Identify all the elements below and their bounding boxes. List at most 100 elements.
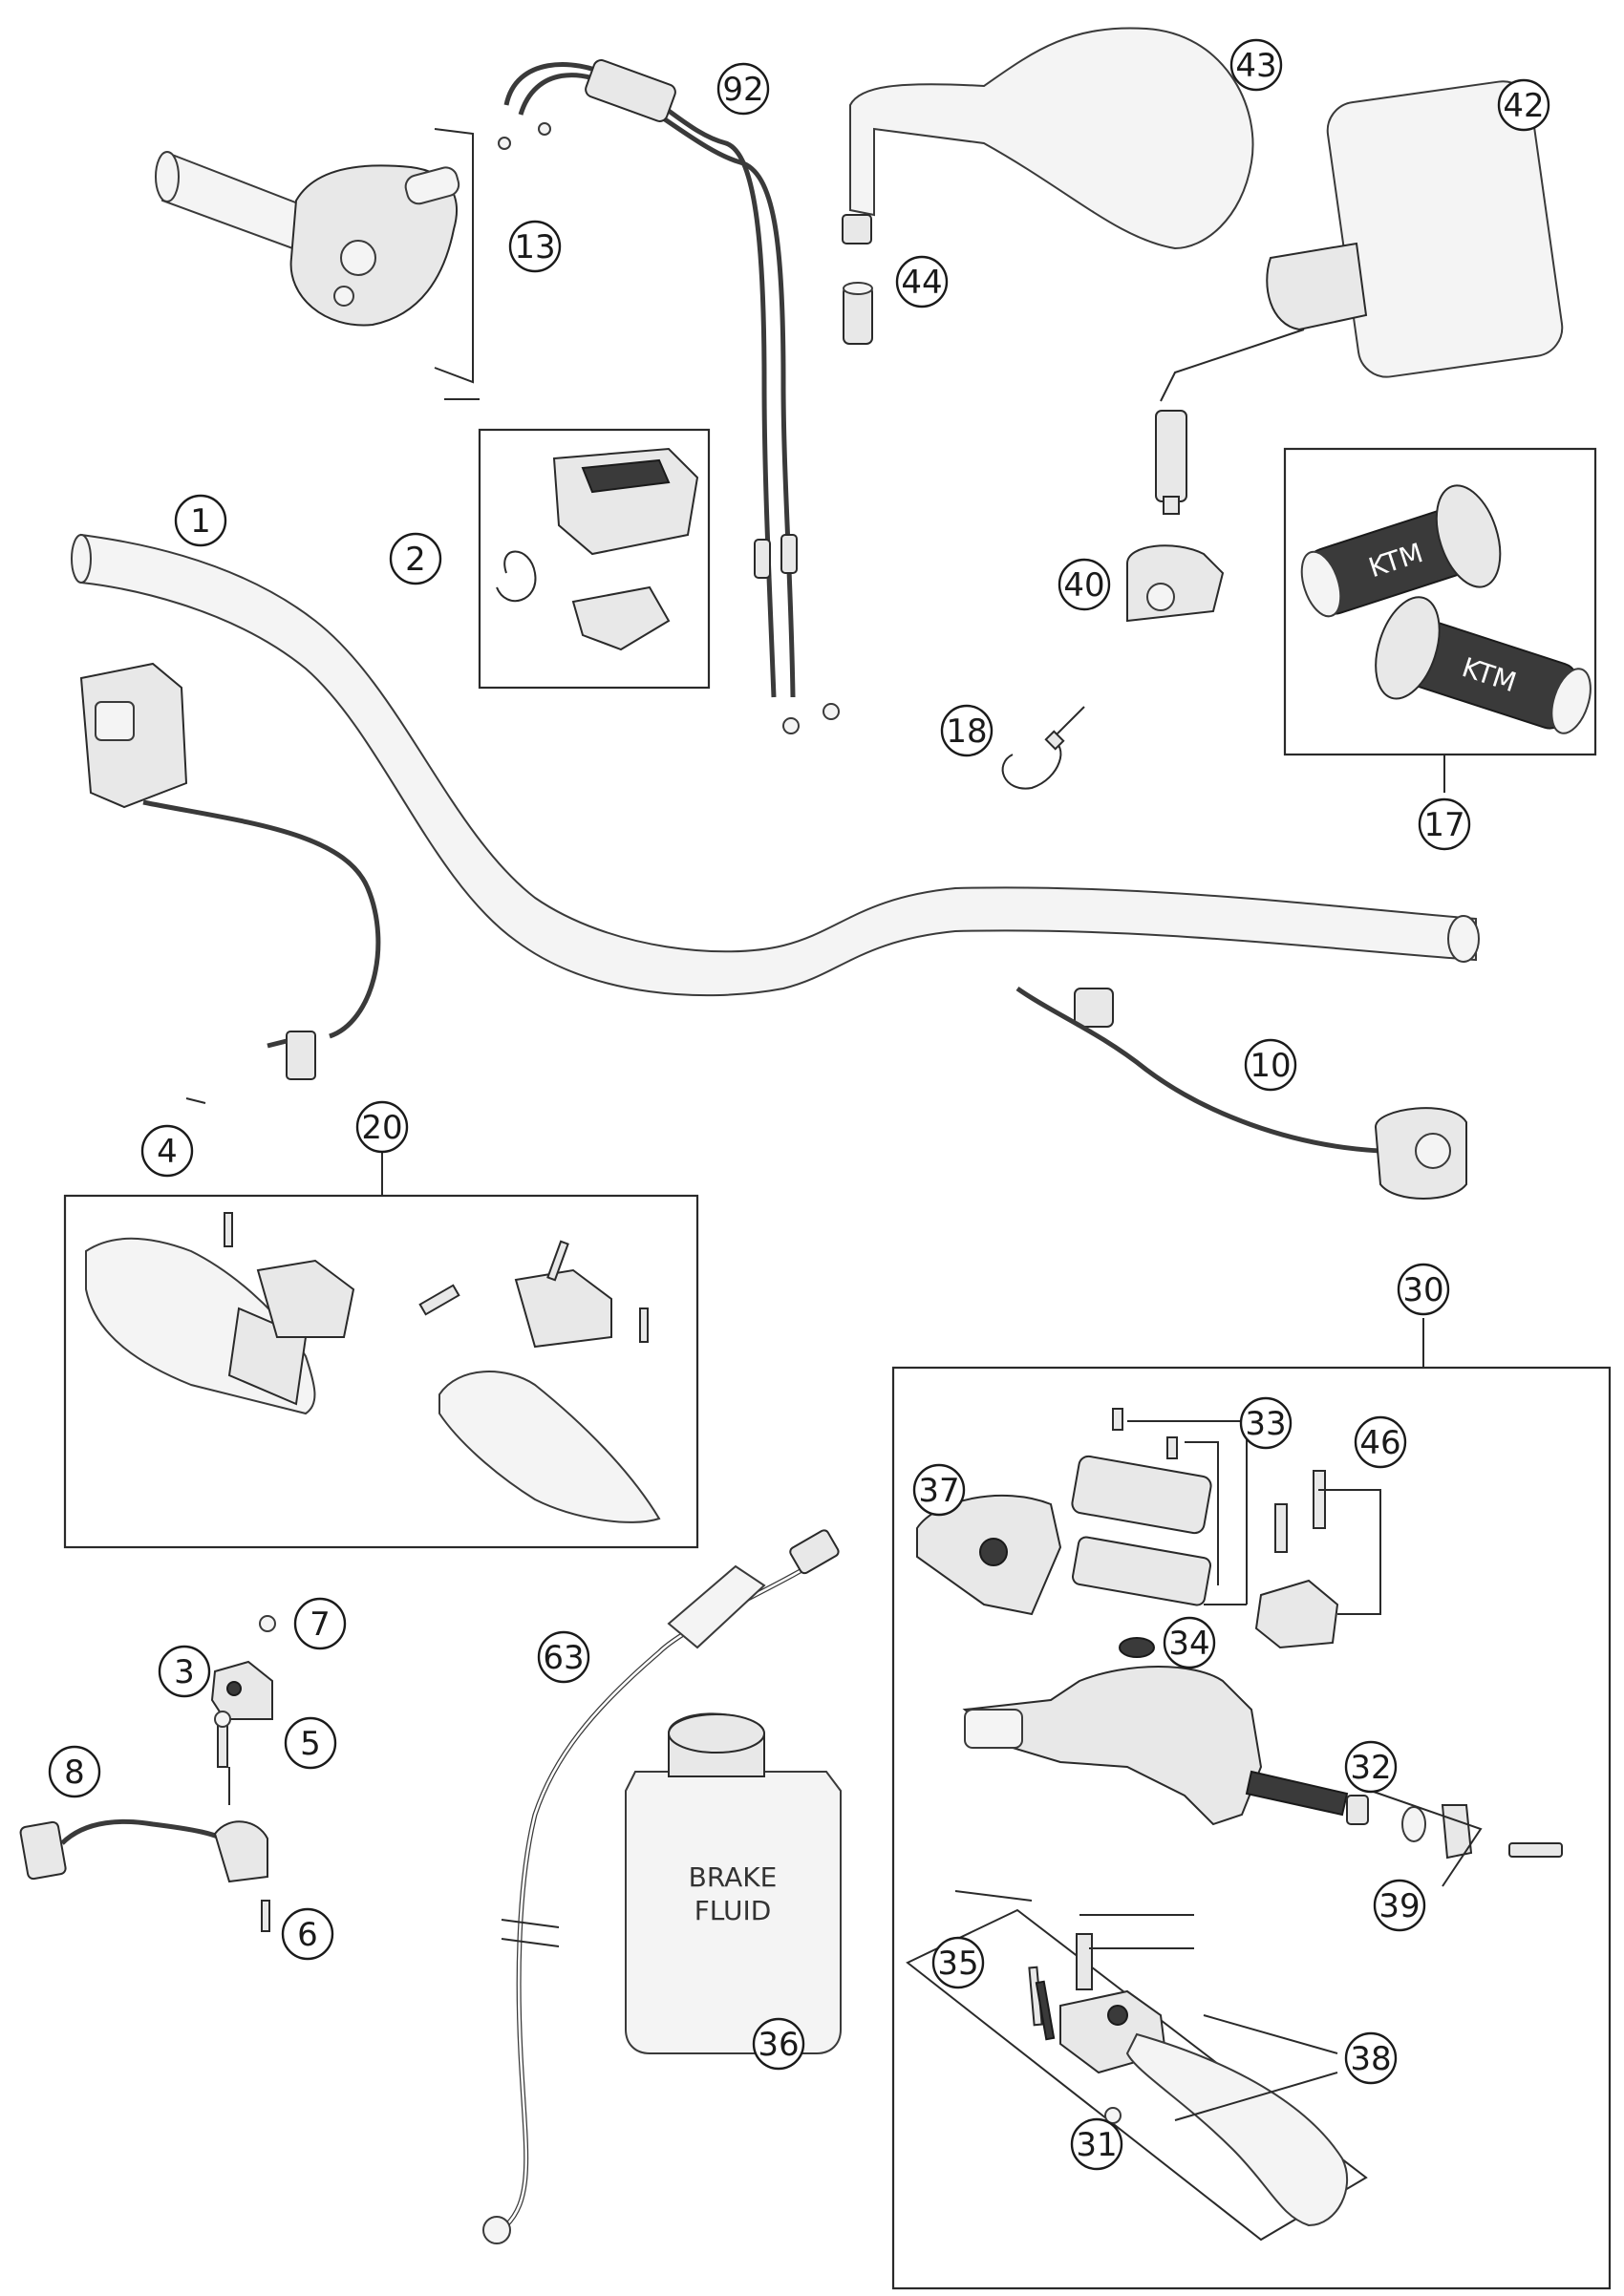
callout-number: 30 <box>1402 1271 1443 1309</box>
callout-number: 44 <box>901 264 942 302</box>
callout-number: 35 <box>937 1945 978 1983</box>
callout-number: 17 <box>1423 806 1464 844</box>
callout-5: 5 <box>284 1716 337 1770</box>
callout-number: 63 <box>543 1639 584 1677</box>
callout-circle <box>895 255 949 308</box>
callout-92: 92 <box>716 62 770 116</box>
callout-18: 18 <box>940 704 994 757</box>
callout-8: 8 <box>48 1745 101 1798</box>
callout-number: 3 <box>174 1653 195 1691</box>
callout-circle <box>355 1100 409 1154</box>
hand-guards-box <box>63 1194 699 1549</box>
callout-33: 33 <box>1239 1396 1293 1450</box>
callout-number: 42 <box>1503 87 1544 125</box>
callout-4: 4 <box>140 1124 194 1178</box>
callout-circle <box>1070 2117 1123 2171</box>
callout-number: 43 <box>1235 47 1276 85</box>
callout-36: 36 <box>752 2017 805 2071</box>
handlebar-switch-right <box>1015 986 1467 1200</box>
clutch-switch <box>19 1818 270 1932</box>
callout-10: 10 <box>1244 1038 1297 1092</box>
callout-circle <box>912 1463 966 1517</box>
callout-number: 38 <box>1350 2040 1391 2078</box>
callout-31: 31 <box>1070 2117 1123 2171</box>
callout-number: 1 <box>190 502 211 541</box>
start-button-switch <box>79 662 381 1080</box>
callout-number: 6 <box>297 1916 318 1954</box>
callout-circle <box>1497 78 1550 132</box>
callout-circle <box>716 62 770 116</box>
grips-box: KTM KTM <box>1283 447 1597 793</box>
callout-circle <box>174 494 227 547</box>
callout-circle <box>1344 1740 1398 1794</box>
callout-34: 34 <box>1163 1616 1216 1669</box>
callout-circle <box>931 1936 985 1989</box>
callout-circle <box>158 1645 211 1698</box>
callout-circle <box>1373 1879 1426 1932</box>
bottle-label-line2: FLUID <box>694 1895 772 1926</box>
callout-38: 38 <box>1344 2031 1398 2085</box>
callout-46: 46 <box>1354 1415 1407 1469</box>
callout-1: 1 <box>174 494 227 547</box>
callout-circle <box>293 1597 347 1650</box>
cable-tie <box>1001 706 1085 790</box>
callout-42: 42 <box>1497 78 1550 132</box>
callout-number: 34 <box>1168 1625 1209 1663</box>
throttle-grip-assembly <box>155 128 474 384</box>
callout-circle <box>1058 558 1111 611</box>
callout-43: 43 <box>1229 38 1283 92</box>
callout-35: 35 <box>931 1936 985 1989</box>
callout-30: 30 <box>1397 1263 1450 1316</box>
switch-kit-box <box>478 428 711 690</box>
callout-number: 92 <box>722 71 763 109</box>
callout-circle <box>1163 1616 1216 1669</box>
callout-number: 2 <box>405 541 426 579</box>
bottle-label-line1: BRAKE <box>689 1861 778 1893</box>
callout-circle <box>1418 797 1471 851</box>
mirror-right <box>1155 80 1564 515</box>
callout-number: 36 <box>758 2026 799 2064</box>
callout-44: 44 <box>895 255 949 308</box>
callout-17: 17 <box>1418 797 1471 851</box>
callout-number: 13 <box>514 228 555 266</box>
callout-number: 37 <box>918 1472 959 1510</box>
callout-63: 63 <box>537 1630 590 1684</box>
callout-circle <box>281 1907 334 1961</box>
callout-13: 13 <box>508 220 562 273</box>
clamp-with-screw <box>210 1615 276 1768</box>
callout-circle <box>140 1124 194 1178</box>
callout-circle <box>48 1745 101 1798</box>
callout-32: 32 <box>1344 1740 1398 1794</box>
callout-number: 5 <box>300 1725 321 1763</box>
callout-circle <box>284 1716 337 1770</box>
callout-3: 3 <box>158 1645 211 1698</box>
callouts: 1234567810131718203031323334353637383940… <box>48 38 1550 2171</box>
callout-number: 31 <box>1076 2126 1117 2164</box>
callout-number: 7 <box>310 1605 331 1644</box>
callout-7: 7 <box>293 1597 347 1650</box>
callout-circle <box>752 2017 805 2071</box>
callout-number: 39 <box>1378 1887 1420 1925</box>
callout-circle <box>389 532 442 585</box>
callout-number: 20 <box>361 1109 402 1147</box>
callout-circle <box>1344 2031 1398 2085</box>
callout-circle <box>1354 1415 1407 1469</box>
master-cylinder-box <box>891 1318 1612 2290</box>
callout-number: 33 <box>1245 1405 1286 1443</box>
mirror-clamp <box>1126 544 1225 623</box>
throttle-cables <box>498 59 840 734</box>
callout-20: 20 <box>355 1100 409 1154</box>
callout-6: 6 <box>281 1907 334 1961</box>
callout-37: 37 <box>912 1463 966 1517</box>
callout-circle <box>537 1630 590 1684</box>
callout-number: 8 <box>64 1754 85 1792</box>
brake-fluid-bottle: BRAKE FLUID <box>625 1712 842 2054</box>
callout-40: 40 <box>1058 558 1111 611</box>
callout-number: 18 <box>946 712 987 751</box>
callout-circle <box>1244 1038 1297 1092</box>
handlebar <box>71 533 1480 997</box>
callout-circle <box>1229 38 1283 92</box>
callout-number: 10 <box>1250 1047 1291 1085</box>
brake-hose <box>482 1529 840 2244</box>
